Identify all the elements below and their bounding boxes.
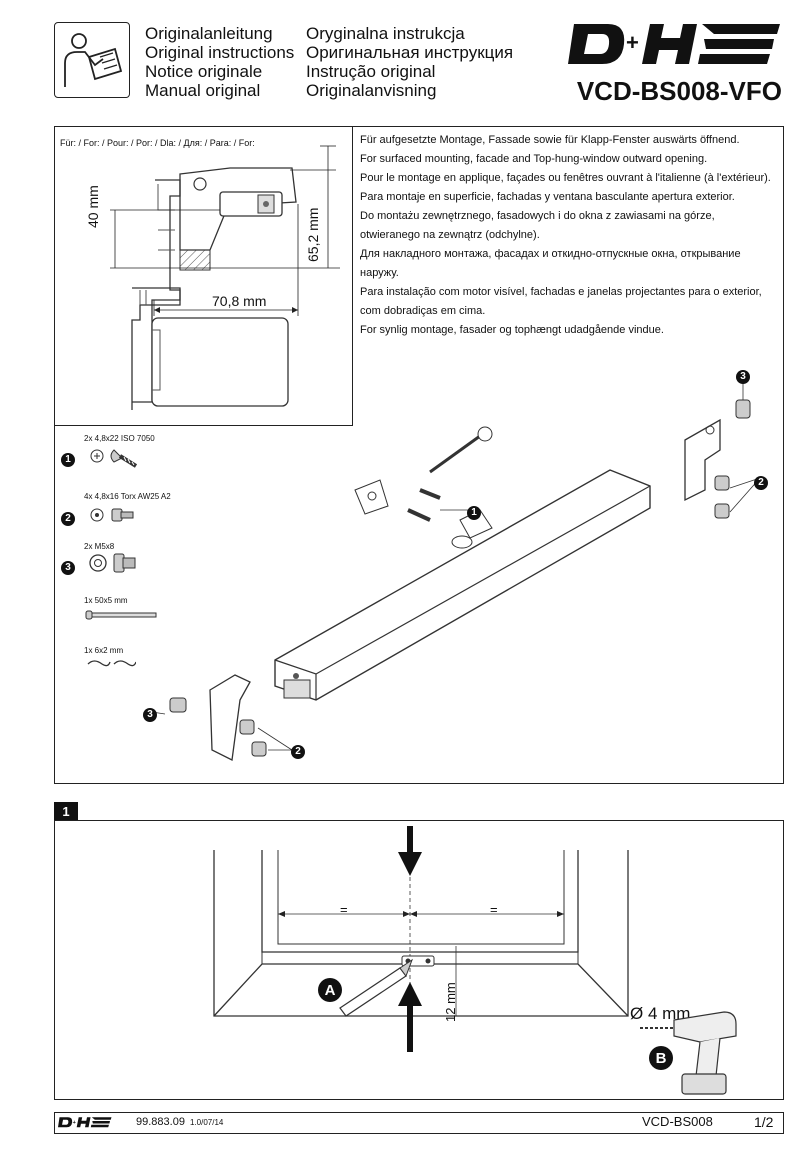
dim-70: 70,8 mm — [212, 293, 267, 309]
instruction-en: For surfaced mounting, facade and Top-hu… — [360, 153, 708, 165]
title-pl: Oryginalna instrukcja — [306, 24, 465, 43]
step1-panel — [54, 820, 784, 1100]
spec-divider-horizontal — [54, 425, 353, 427]
equal-right-label: = — [490, 902, 498, 917]
callout-2-right: 2 — [754, 472, 768, 490]
part-number-3: 3 — [61, 560, 75, 575]
clip-icon — [86, 656, 137, 675]
instruction-de: Für aufgesetzte Montage, Fassade sowie f… — [360, 134, 740, 146]
title-en: Original instructions — [145, 43, 295, 62]
title-ru: Оригинальная инструкция — [306, 43, 514, 62]
dim-40: 40 mm — [85, 185, 101, 228]
part-badge-1: 1 — [61, 449, 75, 467]
spec-panel — [54, 126, 784, 784]
footer-logo: + — [58, 1115, 112, 1135]
spec-divider-vertical — [352, 126, 354, 426]
part-qty-3: 2x M5x8 — [84, 542, 115, 551]
instruction-pl-2: otwieranego na zewnątrz (odchylne). — [360, 229, 540, 241]
step-number-tab: 1 — [54, 802, 78, 820]
brand-logo: + — [568, 20, 782, 70]
model-title: VCD-BS008-VFO — [576, 76, 782, 106]
window-frame-drawing — [200, 826, 660, 1066]
part-qty-1: 2x 4,8x22 ISO 7050 — [84, 434, 155, 443]
profile-section-drawing — [60, 140, 350, 425]
svg-text:+: + — [626, 30, 639, 55]
title-fr: Notice originale — [145, 62, 263, 81]
footer-bar — [54, 1112, 784, 1134]
title-column-1: Originalanleitung Original instructions … — [145, 24, 294, 100]
title-pt: Instrução original — [306, 62, 436, 81]
footer-version: 1.0/07/14 — [190, 1118, 224, 1127]
footer-model: VCD-BS008 — [642, 1114, 713, 1129]
callout-3-left: 3 — [143, 704, 157, 722]
callout-1: 1 — [467, 502, 481, 520]
label-b-badge: B — [649, 1046, 673, 1070]
part-badge-2: 2 — [61, 508, 75, 526]
drill-icon — [640, 1006, 750, 1103]
part-qty-2: 4x 4,8x16 Torx AW25 A2 — [84, 492, 171, 501]
title-column-2: Oryginalna instrukcja Оригинальная инстр… — [306, 24, 513, 100]
instructions-text: Für aufgesetzte Montage, Fassade sowie f… — [360, 131, 780, 340]
label-a-badge: A — [318, 978, 342, 1002]
dim-12: 12 mm — [443, 982, 458, 1022]
callout-2-left: 2 — [291, 741, 305, 759]
part-number-1: 1 — [61, 452, 75, 467]
screw-iso7050-icon — [88, 446, 148, 475]
instruction-pt-2: com dobradiças em cima. — [360, 305, 486, 317]
drill-size-label: Ø 4 mm — [630, 1004, 691, 1023]
instruction-pl-1: Do montażu zewnętrznego, fasadowych i do… — [360, 210, 715, 222]
part-badge-3: 3 — [61, 557, 75, 575]
manual-icon — [54, 22, 130, 98]
footer-doc-number: 99.883.09 — [136, 1116, 185, 1128]
title-da: Originalanvisning — [306, 81, 437, 100]
screw-torx-icon — [88, 504, 148, 533]
screw-m5-icon — [88, 550, 148, 583]
instruction-fr: Pour le montage en applique, façades ou … — [360, 172, 771, 184]
part-qty-5: 1x 6x2 mm — [84, 646, 124, 655]
callout-3-right: 3 — [736, 366, 750, 384]
part-number-2: 2 — [61, 511, 75, 526]
for-label: Für: / For: / Pour: / Por: / Dla: / Для:… — [60, 138, 255, 148]
pin-icon — [84, 608, 164, 627]
svg-text:+: + — [73, 1120, 77, 1126]
instruction-pt-1: Para instalação com motor visível, facha… — [360, 286, 762, 298]
footer-page: 1/2 — [754, 1114, 774, 1130]
instruction-ru: Для накладного монтажа, фасадах и откидн… — [360, 248, 741, 279]
title-es: Manual original — [145, 81, 261, 100]
title-de: Originalanleitung — [145, 24, 273, 43]
dim-65: 65,2 mm — [305, 207, 321, 262]
instruction-da: For synlig montage, fasader og tophængt … — [360, 324, 664, 336]
part-qty-4: 1x 50x5 mm — [84, 596, 128, 605]
equal-left-label: = — [340, 902, 348, 917]
exploded-drive-drawing — [140, 360, 780, 780]
instruction-es: Para montaje en superficie, fachadas y v… — [360, 191, 735, 203]
